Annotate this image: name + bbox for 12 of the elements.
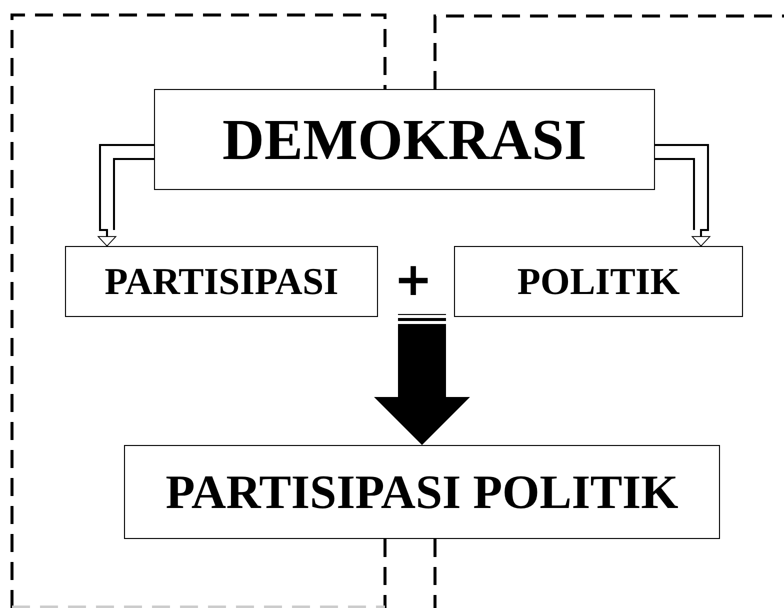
block-arrow [374,314,470,445]
node-label: POLITIK [517,260,680,304]
plus-sign: + [394,256,433,302]
text-box [154,89,655,190]
text-box [65,246,378,317]
text-box [124,445,720,539]
node-label: PARTISIPASI POLITIK [166,464,678,520]
hollow-arrow [98,144,154,246]
node-label: DEMOKRASI [222,106,587,173]
hollow-arrow [655,144,710,246]
text-box [454,246,743,317]
node-label: PARTISIPASI [104,260,338,304]
